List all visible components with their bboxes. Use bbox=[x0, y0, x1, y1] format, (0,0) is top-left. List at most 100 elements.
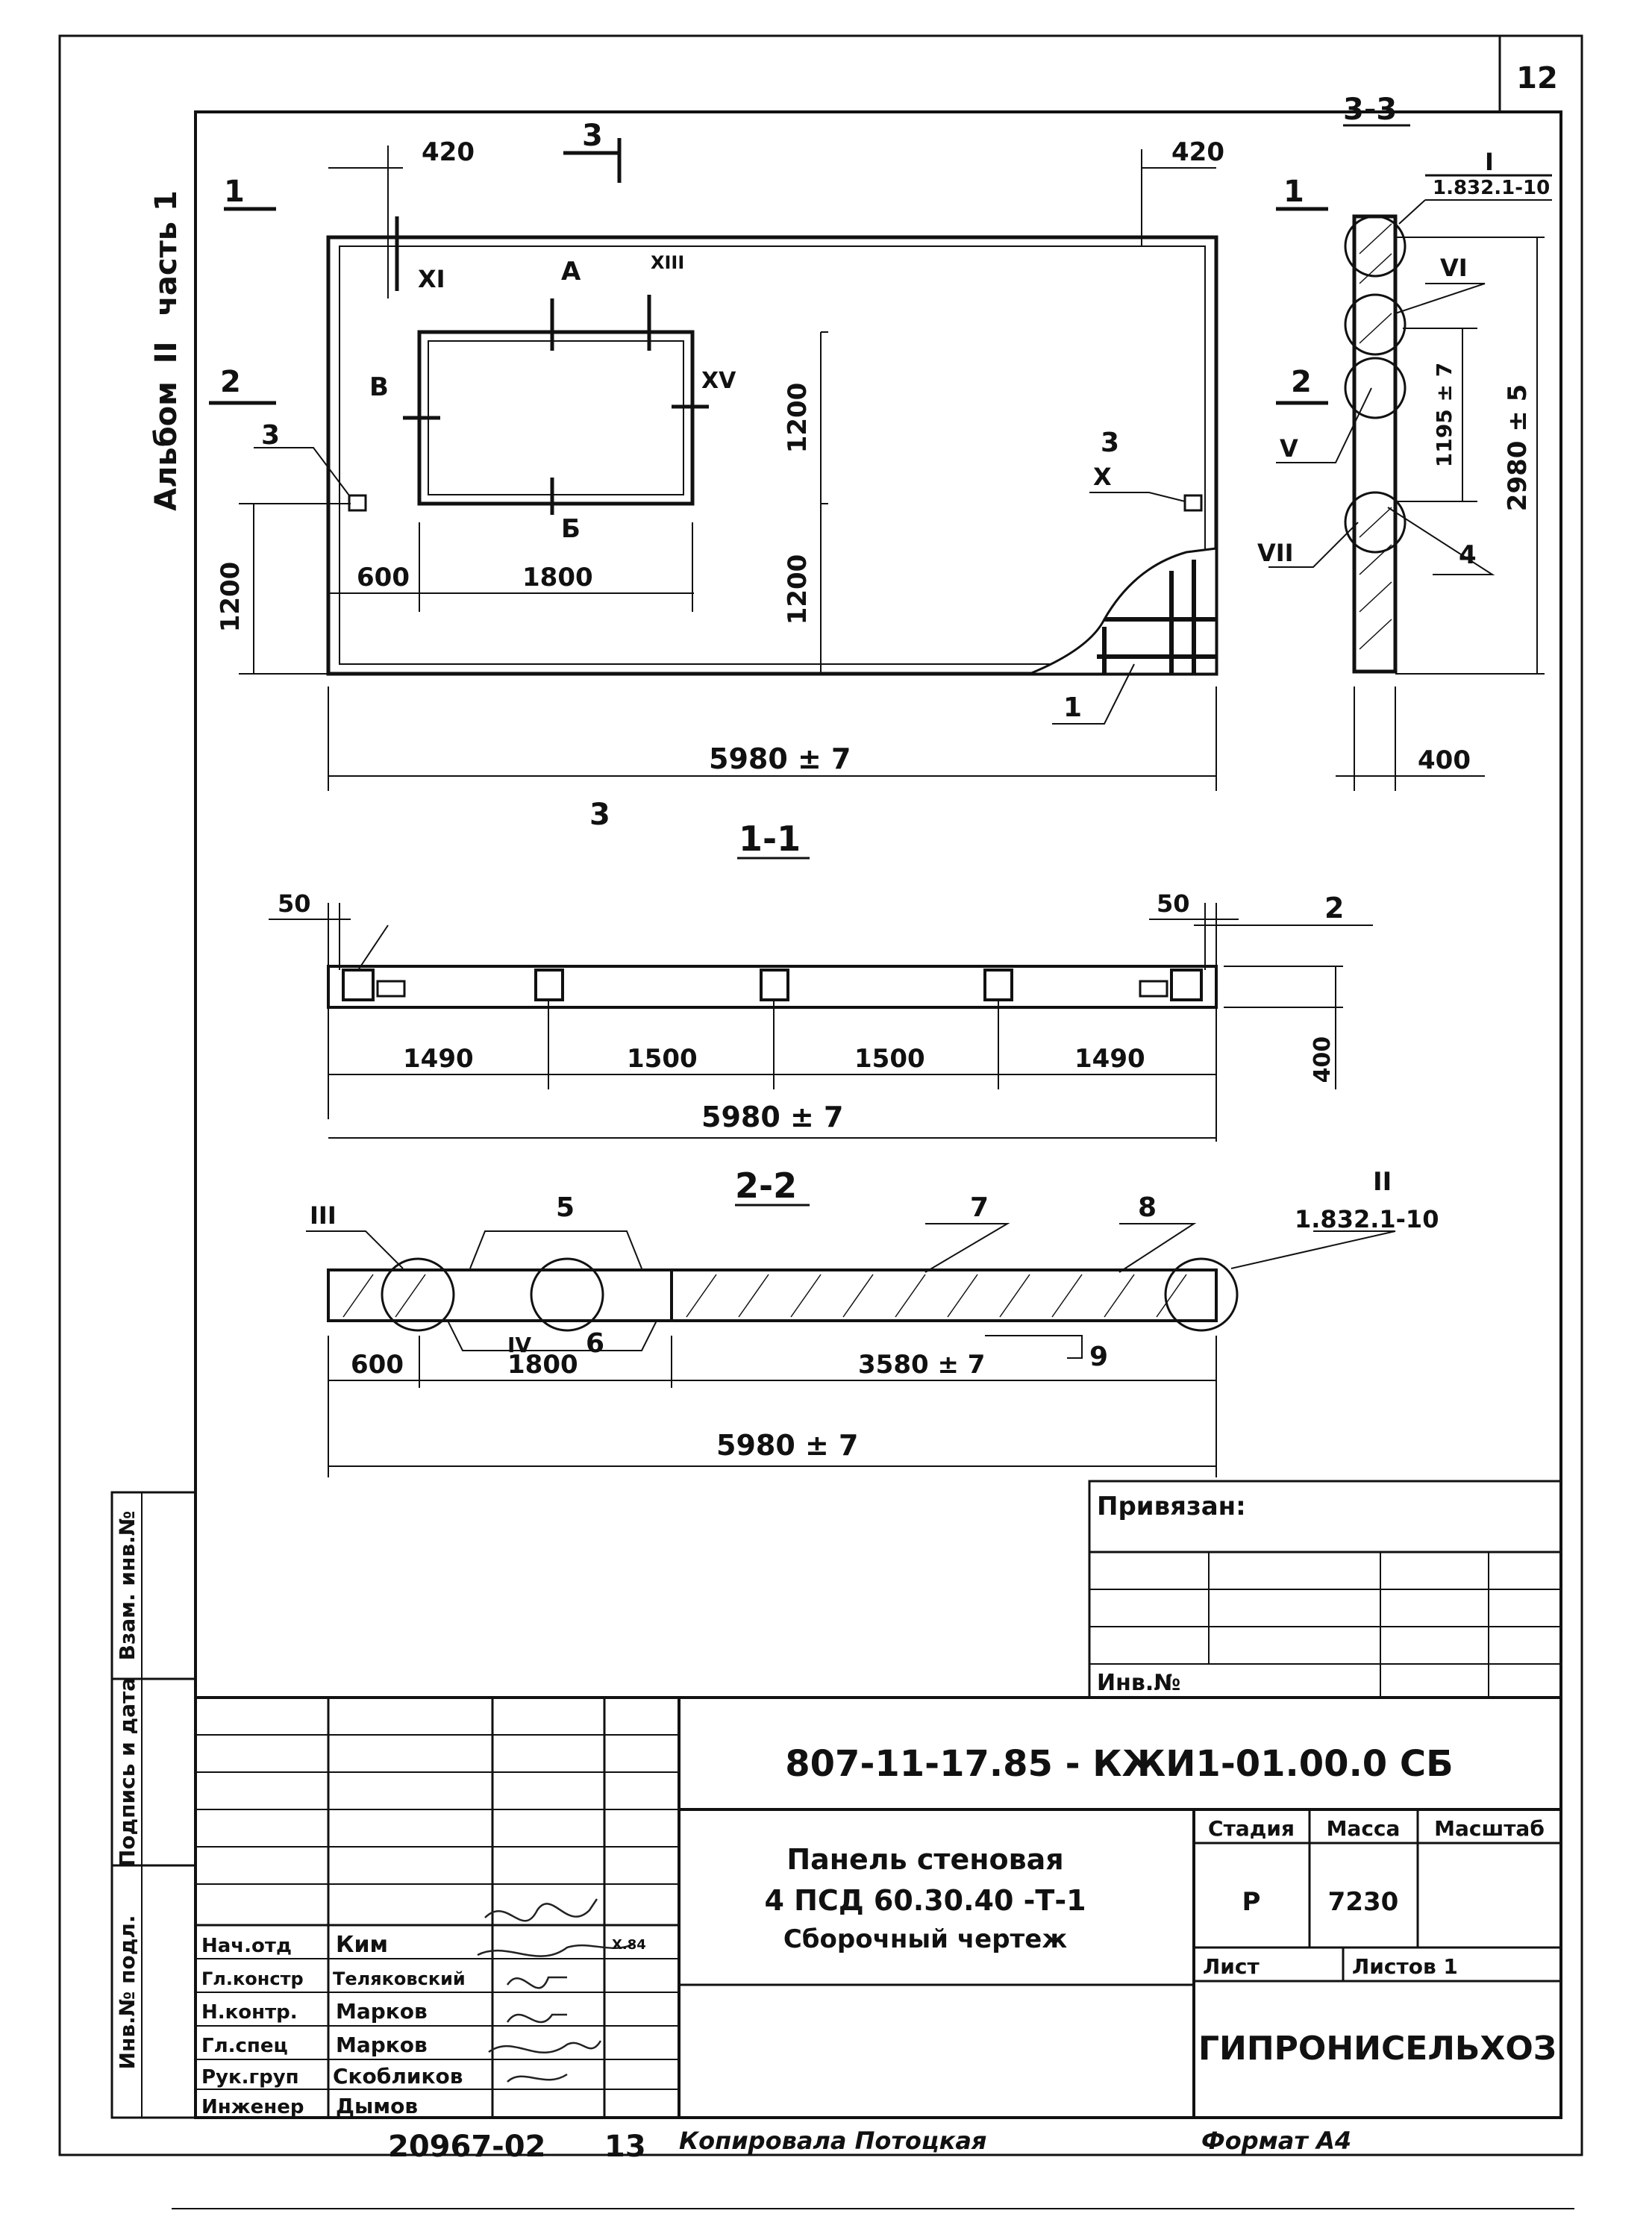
plan-mark-XV: XV bbox=[701, 368, 736, 394]
side-stamp-replace-inv: Взам. инв.№ bbox=[115, 1511, 140, 1661]
role-3: Гл.спец bbox=[201, 2035, 288, 2057]
signatures bbox=[477, 1898, 635, 2083]
section-3-3-mark-V: V bbox=[1280, 434, 1298, 463]
section-2-2-ref-sheet: 1.832.1-10 bbox=[1295, 1205, 1439, 1233]
binding-table bbox=[1088, 1480, 1562, 1699]
plan-dim-1200-upper: 1200 bbox=[783, 383, 813, 454]
sign-date: X.84 bbox=[612, 1937, 646, 1953]
title-name-line3: Сборочный чертеж bbox=[783, 1924, 1067, 1954]
title-block-grid bbox=[194, 1696, 1562, 2119]
section-2-2-mark-5: 5 bbox=[556, 1192, 575, 1223]
side-stamp-signature-date: Подпись и дата bbox=[115, 1677, 140, 1867]
stage-label: Стадия bbox=[1208, 1816, 1295, 1841]
person-0: Ким bbox=[336, 1932, 388, 1958]
mass-value: 7230 bbox=[1328, 1887, 1399, 1917]
people-rows: Нач.отд Ким Гл.констр Теляковский Н.конт… bbox=[201, 1932, 466, 2118]
section-3-3-ref-sheet: 1.832.1-10 bbox=[1433, 177, 1550, 199]
footer-copied-by: Копировала Потоцкая bbox=[679, 2127, 986, 2155]
role-0: Нач.отд bbox=[201, 1935, 292, 1957]
section-2-2-dim-5980: 5980 ± 7 bbox=[716, 1429, 859, 1462]
section-2-2-mark-IV: IV bbox=[507, 1333, 531, 1357]
section-1-1-dim-5980: 5980 ± 7 bbox=[701, 1101, 844, 1133]
plan-section-3-top: 3 bbox=[582, 119, 603, 153]
person-1: Теляковский bbox=[333, 1968, 466, 1989]
role-1: Гл.констр bbox=[201, 1968, 304, 1989]
section-3-3-ref-roman: I bbox=[1485, 148, 1494, 176]
plan-mark-A: А bbox=[561, 257, 581, 287]
section-1-1: 1-1 50 50 1490 1500 1500 1490 5980 ± 7 4… bbox=[269, 819, 1373, 1142]
section-2-2-title: 2-2 bbox=[735, 1166, 797, 1206]
section-2-2-mark-9: 9 bbox=[1089, 1342, 1108, 1372]
section-3-3-dim-2980: 2980 ± 5 bbox=[1503, 384, 1533, 511]
person-3: Марков bbox=[336, 2033, 428, 2057]
person-5: Дымов bbox=[336, 2094, 418, 2118]
plan-mark-XIII: XIII bbox=[651, 252, 684, 273]
plan-mark-V: В bbox=[369, 372, 389, 402]
section-2-2-mark-III: III bbox=[310, 1201, 337, 1230]
plan-mark-3-left: 3 bbox=[261, 420, 280, 451]
section-1-1-dim-1490-left: 1490 bbox=[403, 1044, 474, 1074]
plan-section-2-right: 2 bbox=[1291, 365, 1312, 399]
side-stamp-original-inv: Инв.№ подл. bbox=[115, 1915, 140, 2070]
binding-inv-label: Инв.№ bbox=[1097, 1670, 1180, 1696]
plan-view: 420 420 1200 1200 1200 600 1800 5980 ± 7… bbox=[209, 119, 1328, 832]
plan-mark-B: Б bbox=[561, 514, 581, 544]
stage-value: Р bbox=[1242, 1887, 1261, 1917]
section-3-3-dim-400: 400 bbox=[1418, 745, 1471, 775]
section-3-3: 3-3 I 1.832.1-10 VI V VII 4 1195 ± 7 298… bbox=[1257, 93, 1552, 791]
section-1-1-dim-1500-b: 1500 bbox=[854, 1044, 925, 1074]
section-3-3-mark-VII: VII bbox=[1257, 539, 1294, 567]
role-2: Н.контр. bbox=[201, 2001, 298, 2024]
section-1-1-dim-50-left: 50 bbox=[278, 889, 311, 918]
section-2-2: 2-2 II 1.832.1-10 III IV 5 6 7 8 9 600 1… bbox=[306, 1166, 1439, 1477]
binding-title: Привязан: bbox=[1097, 1492, 1246, 1521]
scale-label: Масштаб bbox=[1434, 1816, 1545, 1841]
mass-label: Масса bbox=[1327, 1816, 1401, 1841]
plan-dim-600: 600 bbox=[357, 563, 410, 592]
person-4: Скобликов bbox=[333, 2064, 463, 2089]
footer-copy-number: 13 bbox=[604, 2130, 646, 2164]
section-2-2-dim-1800: 1800 bbox=[507, 1350, 578, 1380]
plan-dim-1200-lower: 1200 bbox=[783, 554, 813, 625]
sheets-label: Листов 1 bbox=[1352, 1954, 1458, 1979]
title-name-line1: Панель стеновая bbox=[786, 1843, 1063, 1876]
plan-section-1-right: 1 bbox=[1283, 175, 1304, 209]
section-2-2-mark-7: 7 bbox=[970, 1192, 989, 1223]
role-4: Рук.груп bbox=[201, 2066, 299, 2089]
svg-text:Альбом II часть 1: Альбом II часть 1 bbox=[149, 190, 184, 511]
section-3-3-mark-VI: VI bbox=[1440, 254, 1468, 282]
footer-left-number: 20967-02 bbox=[388, 2130, 545, 2164]
organization: ГИПРОНИСЕЛЬХОЗ bbox=[1198, 2030, 1556, 2068]
section-3-3-dim-1195: 1195 ± 7 bbox=[1432, 363, 1457, 467]
plan-dim-5980: 5980 ± 7 bbox=[709, 742, 851, 775]
section-2-2-dim-600: 600 bbox=[351, 1350, 404, 1380]
section-1-1-dim-50-right: 50 bbox=[1157, 889, 1190, 918]
sheet-label: Лист bbox=[1203, 1954, 1260, 1979]
section-3-3-title: 3-3 bbox=[1343, 93, 1397, 127]
plan-section-2-left: 2 bbox=[220, 365, 241, 399]
section-1-1-mark-2: 2 bbox=[1324, 892, 1344, 925]
section-1-1-title: 1-1 bbox=[739, 819, 801, 859]
section-3-3-mark-4: 4 bbox=[1459, 540, 1477, 570]
plan-section-3-bottom: 3 bbox=[589, 798, 610, 832]
plan-dim-1200-left: 1200 bbox=[216, 562, 245, 633]
plan-mark-XI: XI bbox=[418, 265, 445, 293]
section-2-2-mark-8: 8 bbox=[1138, 1192, 1157, 1223]
section-2-2-dim-3580: 3580 ± 7 bbox=[858, 1350, 985, 1380]
album-label: Альбом II часть 1 bbox=[149, 190, 184, 511]
person-2: Марков bbox=[336, 1999, 428, 2024]
plan-mark-1: 1 bbox=[1063, 692, 1082, 723]
plan-dim-420-right: 420 bbox=[1171, 137, 1224, 167]
plan-mark-3-right: 3 bbox=[1101, 428, 1119, 458]
section-1-1-dim-400: 400 bbox=[1310, 1036, 1336, 1083]
plan-mark-X: X bbox=[1093, 463, 1112, 491]
plan-section-1-left: 1 bbox=[224, 175, 245, 209]
page-number: 12 bbox=[1516, 61, 1558, 96]
footer-format: Формат А4 bbox=[1201, 2127, 1351, 2155]
role-5: Инженер bbox=[201, 2096, 304, 2118]
plan-dim-420-left: 420 bbox=[422, 137, 475, 167]
section-1-1-dim-1500-a: 1500 bbox=[627, 1044, 698, 1074]
title-name-line2: 4 ПСД 60.30.40 -Т-1 bbox=[764, 1884, 1086, 1917]
section-2-2-ref-roman: II bbox=[1373, 1167, 1392, 1197]
